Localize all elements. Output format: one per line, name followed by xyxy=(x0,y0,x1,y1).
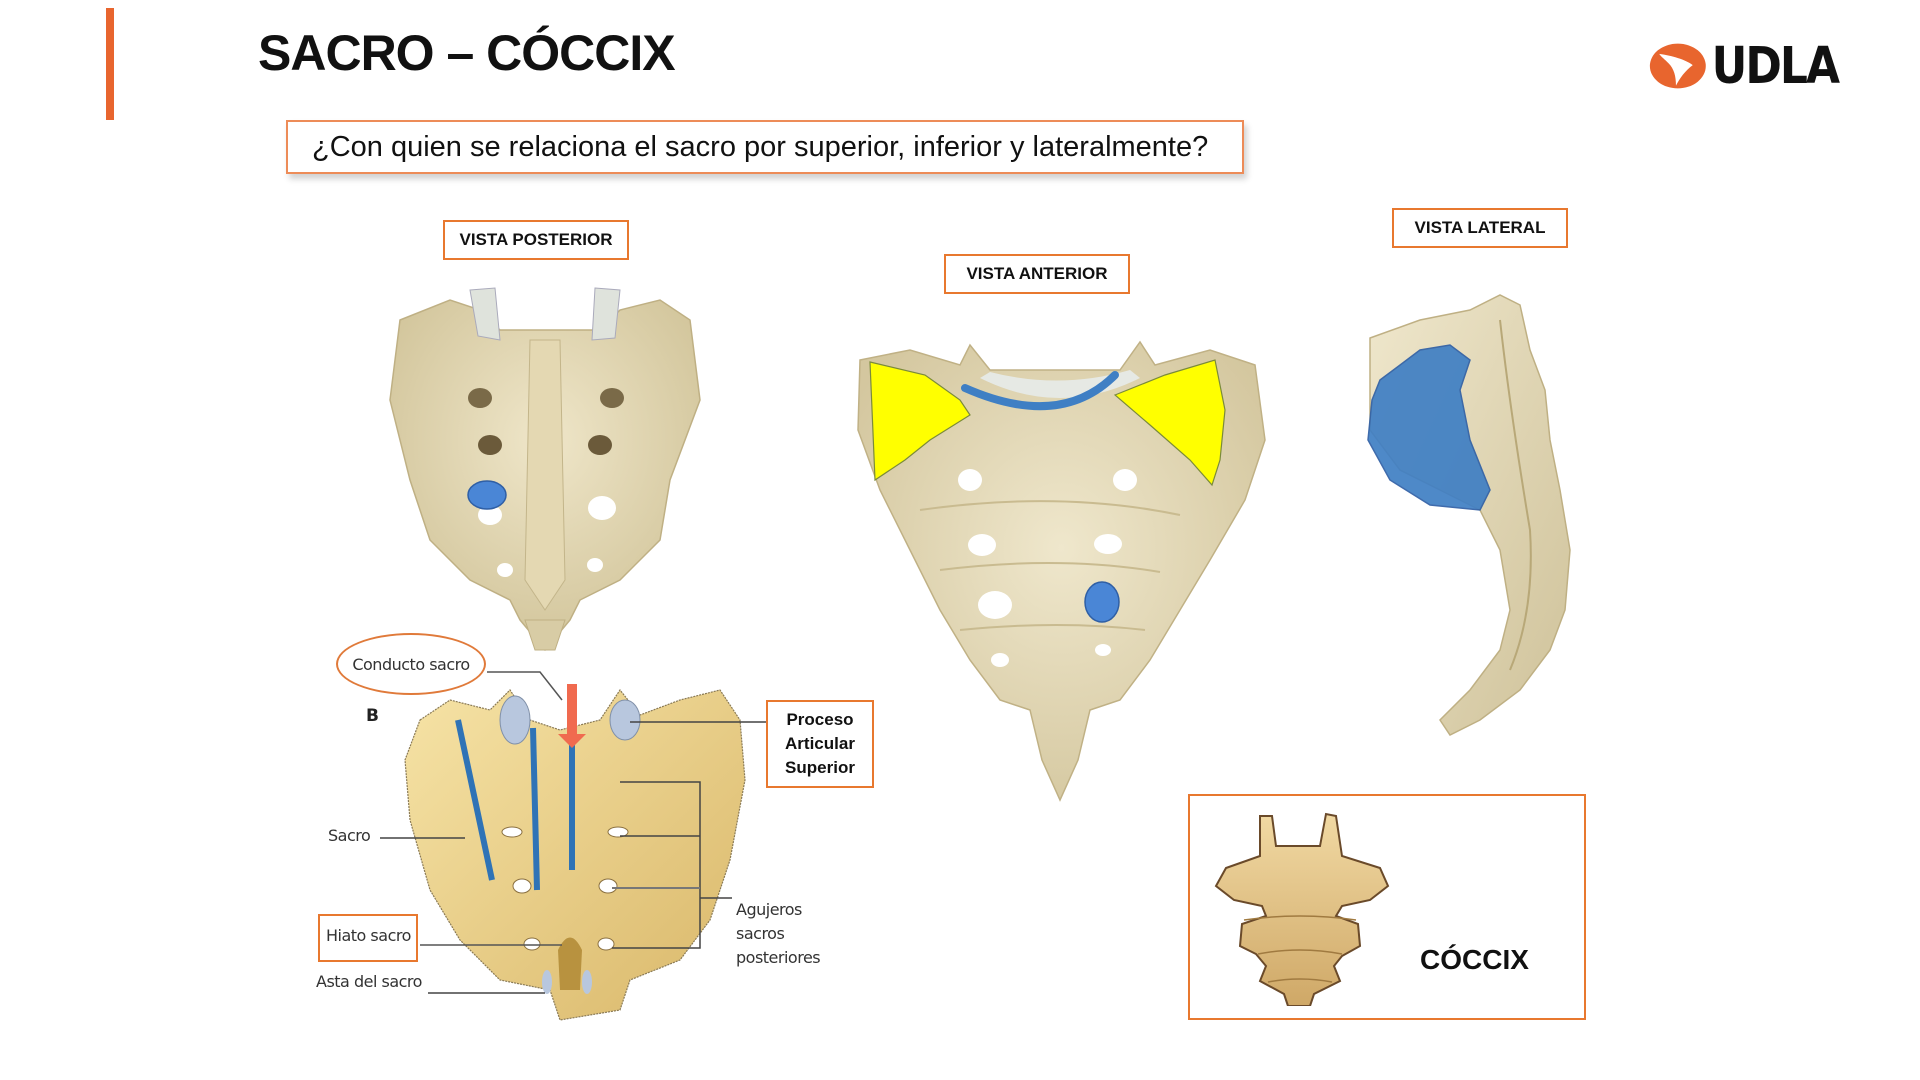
label-vista-lateral: VISTA LATERAL xyxy=(1392,208,1568,248)
label-conducto-sacro: Conducto sacro xyxy=(352,654,470,674)
logo-text: UDLA xyxy=(1711,36,1840,96)
panel-letter: B xyxy=(366,706,379,726)
udla-logo: UDLA xyxy=(1648,36,1840,96)
proceso-line-3: Superior xyxy=(785,758,855,777)
conducto-sacro-callout: Conducto sacro xyxy=(336,633,486,695)
label-vista-posterior: VISTA POSTERIOR xyxy=(443,220,629,260)
agujeros-line-1: Agujeros xyxy=(736,900,802,919)
udla-logo-icon xyxy=(1649,43,1706,89)
label-hiato-sacro: Hiato sacro xyxy=(326,926,411,945)
label-asta-del-sacro: Asta del sacro xyxy=(316,972,422,991)
proceso-line-1: Proceso xyxy=(786,710,854,729)
coccyx-image xyxy=(1214,812,1390,1006)
hiato-sacro-box xyxy=(318,914,418,962)
proceso-line-2: Articular xyxy=(785,734,855,753)
coccix-panel: CÓCCIX xyxy=(1188,794,1586,1020)
slide-title: SACRO – CÓCCIX xyxy=(258,25,676,81)
agujeros-line-3: posteriores xyxy=(736,948,821,967)
label-coccix: CÓCCIX xyxy=(1420,944,1529,975)
sacrum-anterior-image xyxy=(857,340,1266,802)
proceso-articular-superior-label: Proceso Articular Superior xyxy=(766,700,874,788)
label-sacro: Sacro xyxy=(328,826,371,845)
accent-bar xyxy=(106,8,114,120)
label-agujeros-sacros-posteriores: Agujeros sacros posteriores xyxy=(736,898,821,970)
sacrum-posterior-image xyxy=(389,287,701,652)
agujeros-line-2: sacros xyxy=(736,924,785,943)
sacrum-lateral-image xyxy=(1367,294,1571,736)
question-box: ¿Con quien se relaciona el sacro por sup… xyxy=(286,120,1244,174)
label-vista-anterior: VISTA ANTERIOR xyxy=(944,254,1130,294)
sacrum-diagram-b xyxy=(380,671,766,1021)
